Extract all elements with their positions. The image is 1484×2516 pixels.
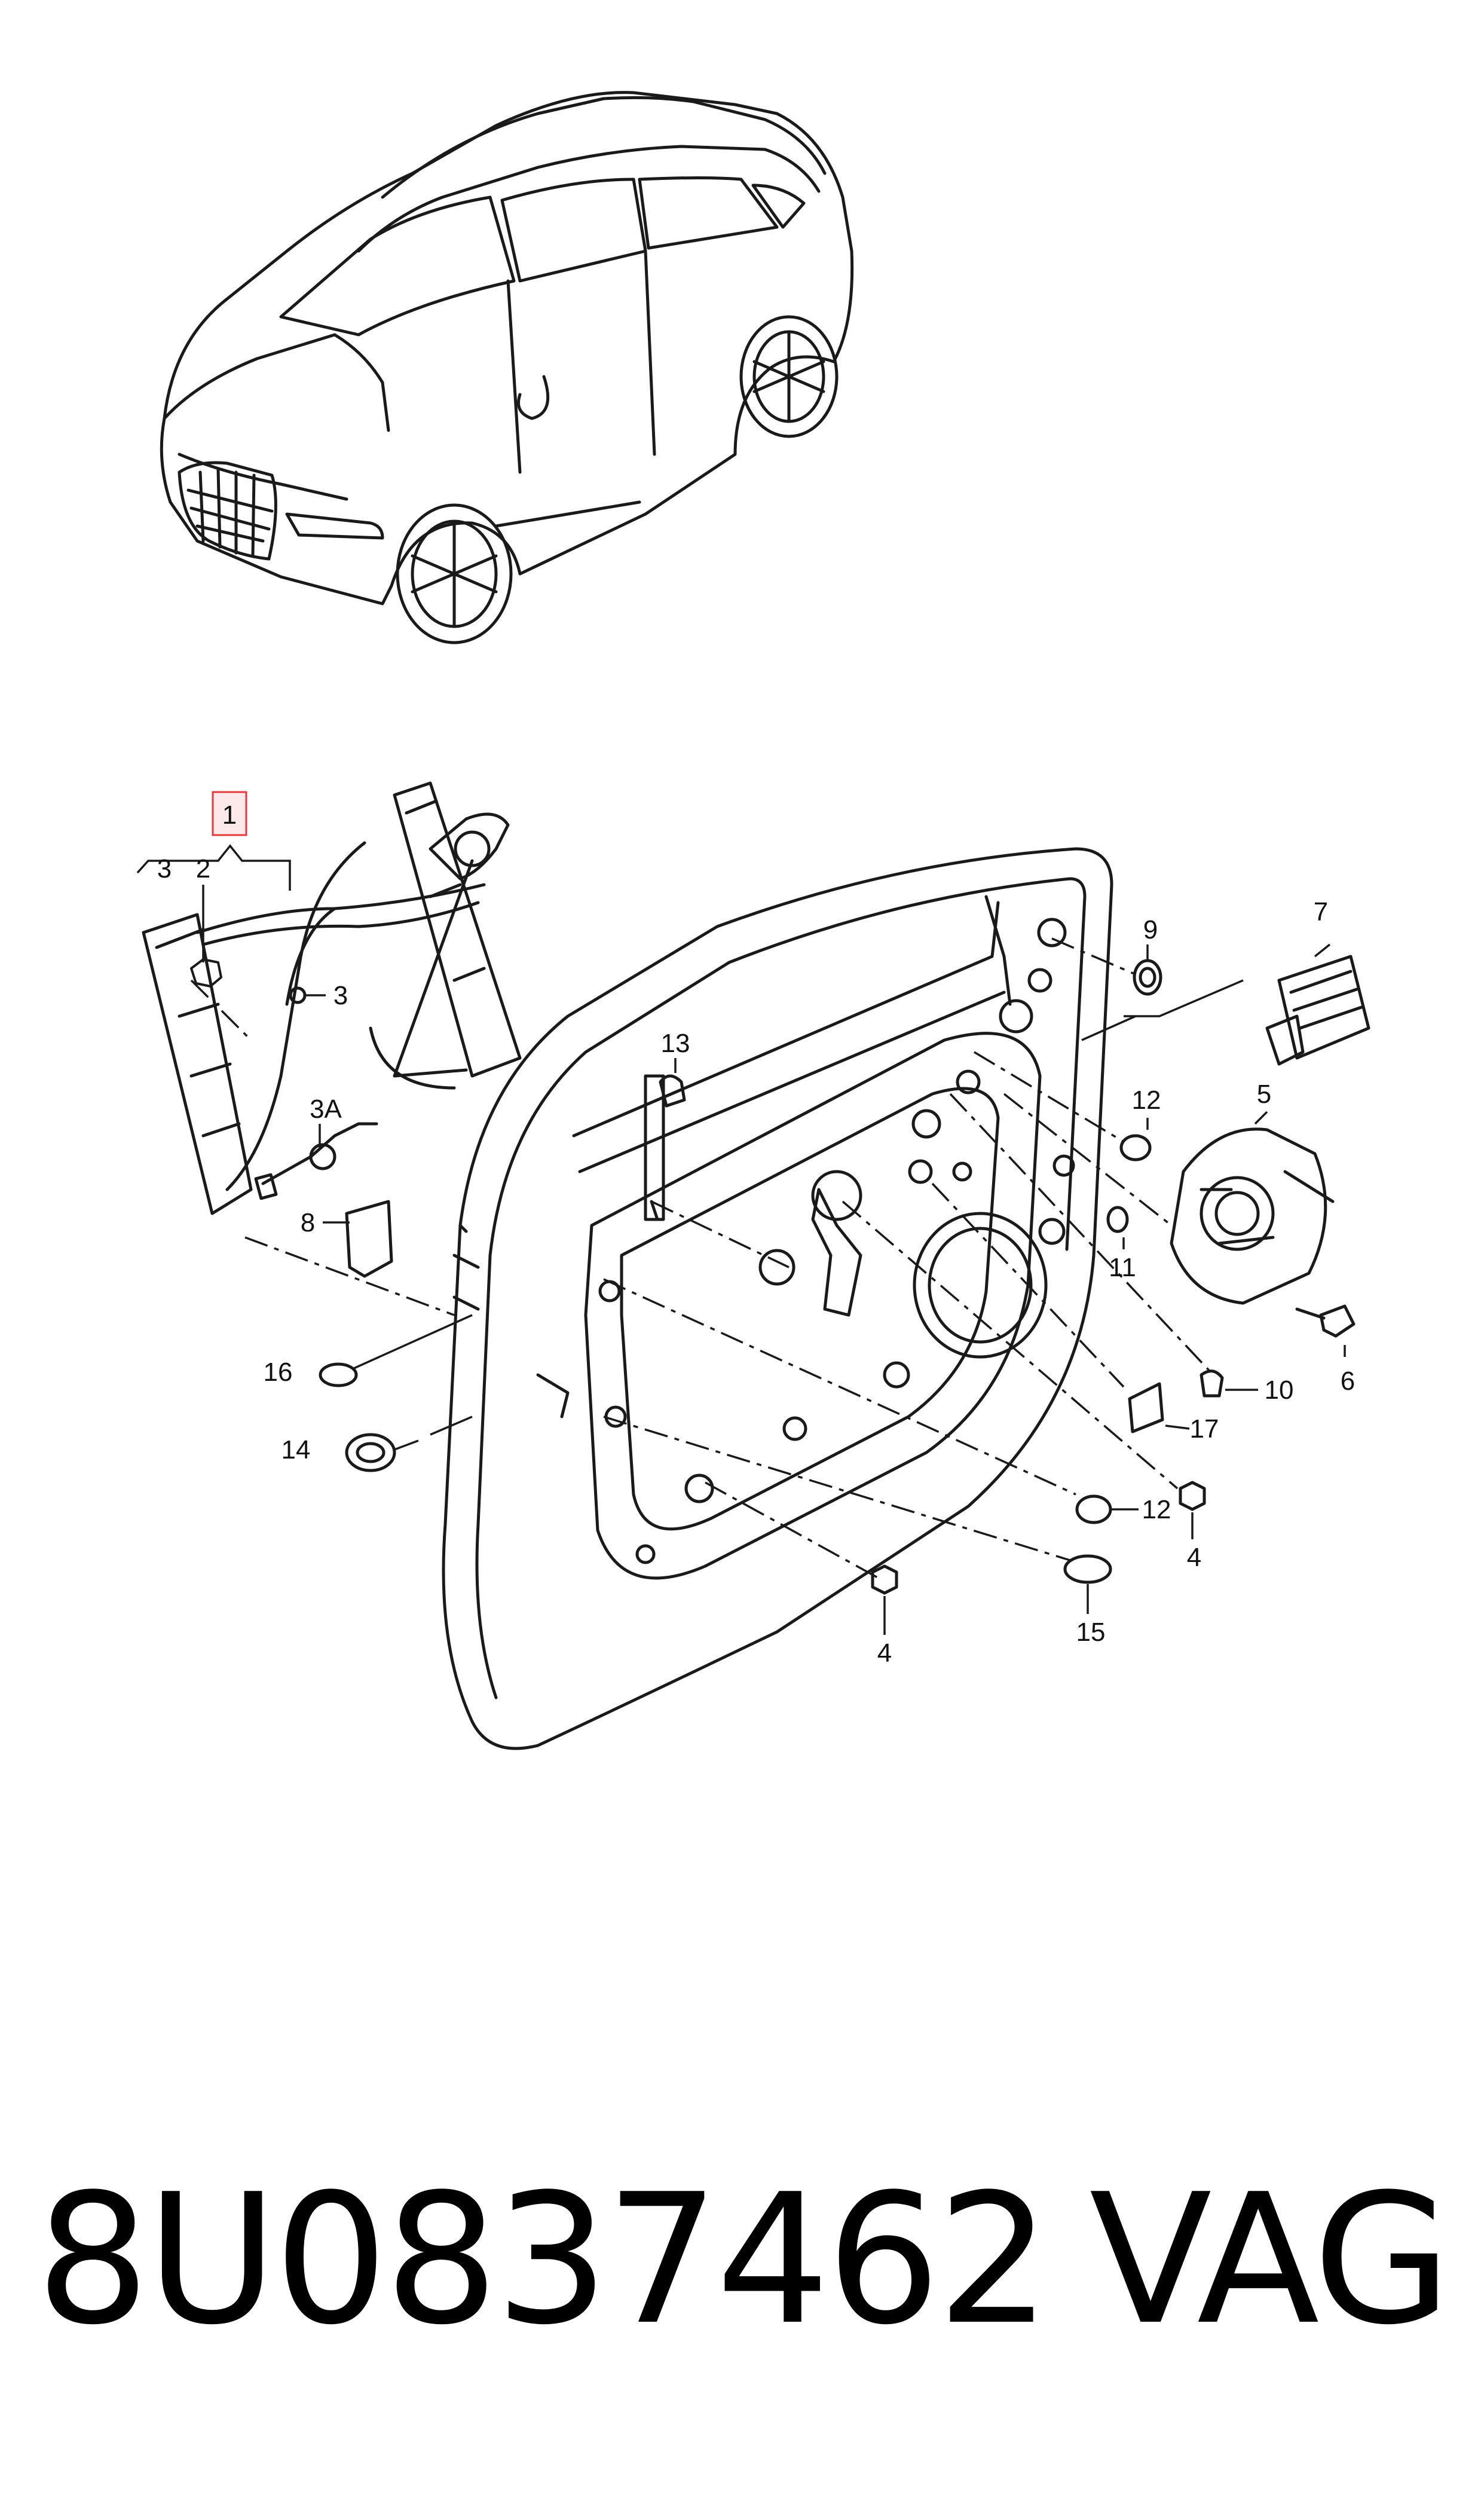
parts-diagram: 1 3 2 3 3A 8 16 14 13 9 7 12 5 11 6 10 1… xyxy=(136,91,1370,1750)
callout-12-upper[interactable]: 12 xyxy=(1132,1086,1161,1115)
callout-labels: 1 3 2 3 3A 8 16 14 13 9 7 12 5 11 6 10 1… xyxy=(157,800,1355,1668)
callout-11[interactable]: 11 xyxy=(1109,1253,1136,1282)
callout-12-lower[interactable]: 12 xyxy=(1142,1495,1171,1524)
footer-banner: 8U0837462 VAG xyxy=(36,2152,1452,2367)
callout-8[interactable]: 8 xyxy=(301,1208,315,1237)
callout-3-lower[interactable]: 3 xyxy=(333,981,348,1010)
part-number: 8U0837462 xyxy=(36,2155,1051,2364)
callout-17[interactable]: 17 xyxy=(1190,1414,1219,1444)
window-regulator xyxy=(142,781,522,1215)
leader-lines xyxy=(136,844,1346,1635)
loose-parts xyxy=(319,955,1370,1595)
callout-15[interactable]: 15 xyxy=(1076,1618,1106,1647)
car-illustration xyxy=(160,91,854,644)
callout-10[interactable]: 10 xyxy=(1265,1375,1294,1405)
callout-5[interactable]: 5 xyxy=(1257,1080,1271,1109)
callout-1[interactable]: 1 xyxy=(222,800,237,830)
callout-2[interactable]: 2 xyxy=(196,854,210,883)
callout-4-center[interactable]: 4 xyxy=(877,1638,892,1668)
callout-16[interactable]: 16 xyxy=(264,1358,293,1387)
callout-7[interactable]: 7 xyxy=(1314,897,1328,927)
callout-3A[interactable]: 3A xyxy=(310,1095,342,1124)
brand-label: VAG xyxy=(1089,2155,1452,2364)
callout-13[interactable]: 13 xyxy=(661,1029,690,1058)
callout-1-highlight xyxy=(212,791,247,836)
callout-3-upper[interactable]: 3 xyxy=(157,854,172,883)
callout-14[interactable]: 14 xyxy=(281,1435,311,1465)
callout-6[interactable]: 6 xyxy=(1341,1366,1355,1396)
callout-4-right[interactable]: 4 xyxy=(1187,1543,1201,1572)
door-panel xyxy=(442,847,1113,1750)
callout-9[interactable]: 9 xyxy=(1143,915,1158,944)
